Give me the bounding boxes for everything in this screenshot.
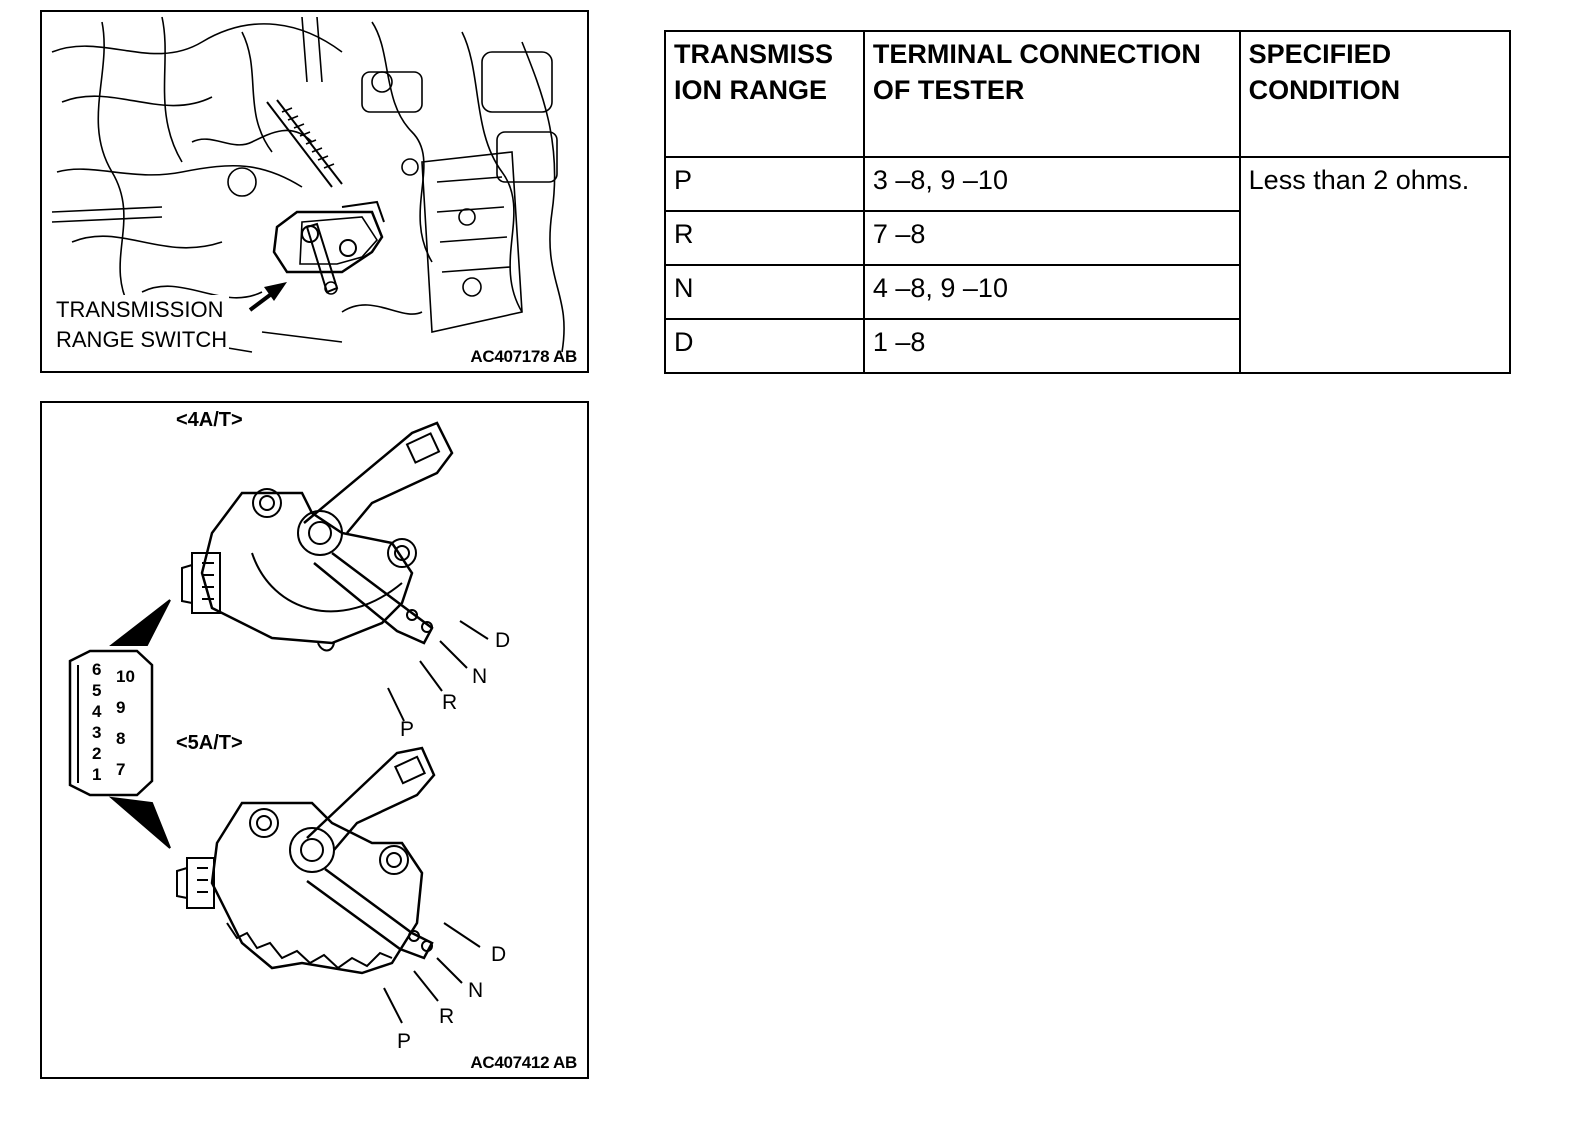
- table-header-row: TRANSMISS ION RANGE TERMINAL CONNECTION …: [664, 30, 1512, 158]
- header-range: TRANSMISS ION RANGE: [664, 30, 865, 158]
- connector-pin: 5: [92, 681, 102, 700]
- table-row: N 4 –8, 9 –10: [664, 264, 1510, 320]
- variant-label-4at: <4A/T>: [176, 409, 243, 431]
- callout-line-2: RANGE SWITCH: [56, 327, 228, 352]
- connector-pin: 3: [92, 723, 102, 742]
- figure-code: AC407178 AB: [470, 347, 577, 366]
- table-row: D 1 –8: [664, 318, 1510, 374]
- variant-label-5at: <5A/T>: [176, 732, 243, 754]
- engine-bay-illustration: [51, 16, 565, 353]
- cell-terminal: 7 –8: [862, 210, 1241, 266]
- cell-range: R: [664, 210, 865, 266]
- connector-pin: 8: [116, 729, 126, 748]
- table-row: P 3 –8, 9 –10 Less than 2 ohms.: [664, 156, 1512, 374]
- cell-range: D: [664, 318, 865, 374]
- figure-code: AC407412 AB: [470, 1053, 577, 1072]
- position-label-n: N: [468, 979, 484, 1002]
- cell-condition: Less than 2 ohms.: [1238, 156, 1512, 374]
- cell-range: N: [664, 264, 865, 320]
- connector-pin: 4: [92, 702, 102, 721]
- position-label-d: D: [491, 943, 507, 966]
- callout-line-1: TRANSMISSION: [56, 297, 224, 322]
- cell-terminal: 4 –8, 9 –10: [862, 264, 1241, 320]
- header-condition: SPECIFIED CONDITION: [1238, 30, 1512, 158]
- connector-pin: 6: [92, 660, 102, 679]
- header-terminal: TERMINAL CONNECTION OF TESTER: [862, 30, 1241, 158]
- connector-pin: 1: [92, 765, 102, 784]
- switch-illustration: [68, 421, 489, 1024]
- cell-terminal: 1 –8: [862, 318, 1241, 374]
- position-label-n: N: [472, 665, 488, 688]
- cell-range: P: [664, 156, 865, 212]
- table-row: R 7 –8: [664, 210, 1510, 266]
- position-label-r: R: [442, 691, 458, 714]
- position-label-d: D: [495, 629, 511, 652]
- callout-label: TRANSMISSION RANGE SWITCH: [54, 295, 230, 355]
- connector-pin: 10: [116, 667, 135, 686]
- pointer-arrow-icon: [248, 282, 287, 312]
- switch-variants-figure: <4A/T> <5A/T> D N R P D N R P 6 5 4 3 2 …: [40, 401, 589, 1079]
- engine-bay-figure: TRANSMISSION RANGE SWITCH AC407178 AB: [40, 10, 589, 373]
- connector-pin: 7: [116, 760, 126, 779]
- connector-pin: 2: [92, 744, 102, 763]
- position-label-p: P: [397, 1030, 412, 1053]
- cell-terminal: 3 –8, 9 –10: [862, 156, 1241, 212]
- spec-table: TRANSMISS ION RANGE TERMINAL CONNECTION …: [664, 30, 1512, 374]
- position-label-p: P: [400, 718, 415, 741]
- position-label-r: R: [439, 1005, 455, 1028]
- connector-pin: 9: [116, 698, 126, 717]
